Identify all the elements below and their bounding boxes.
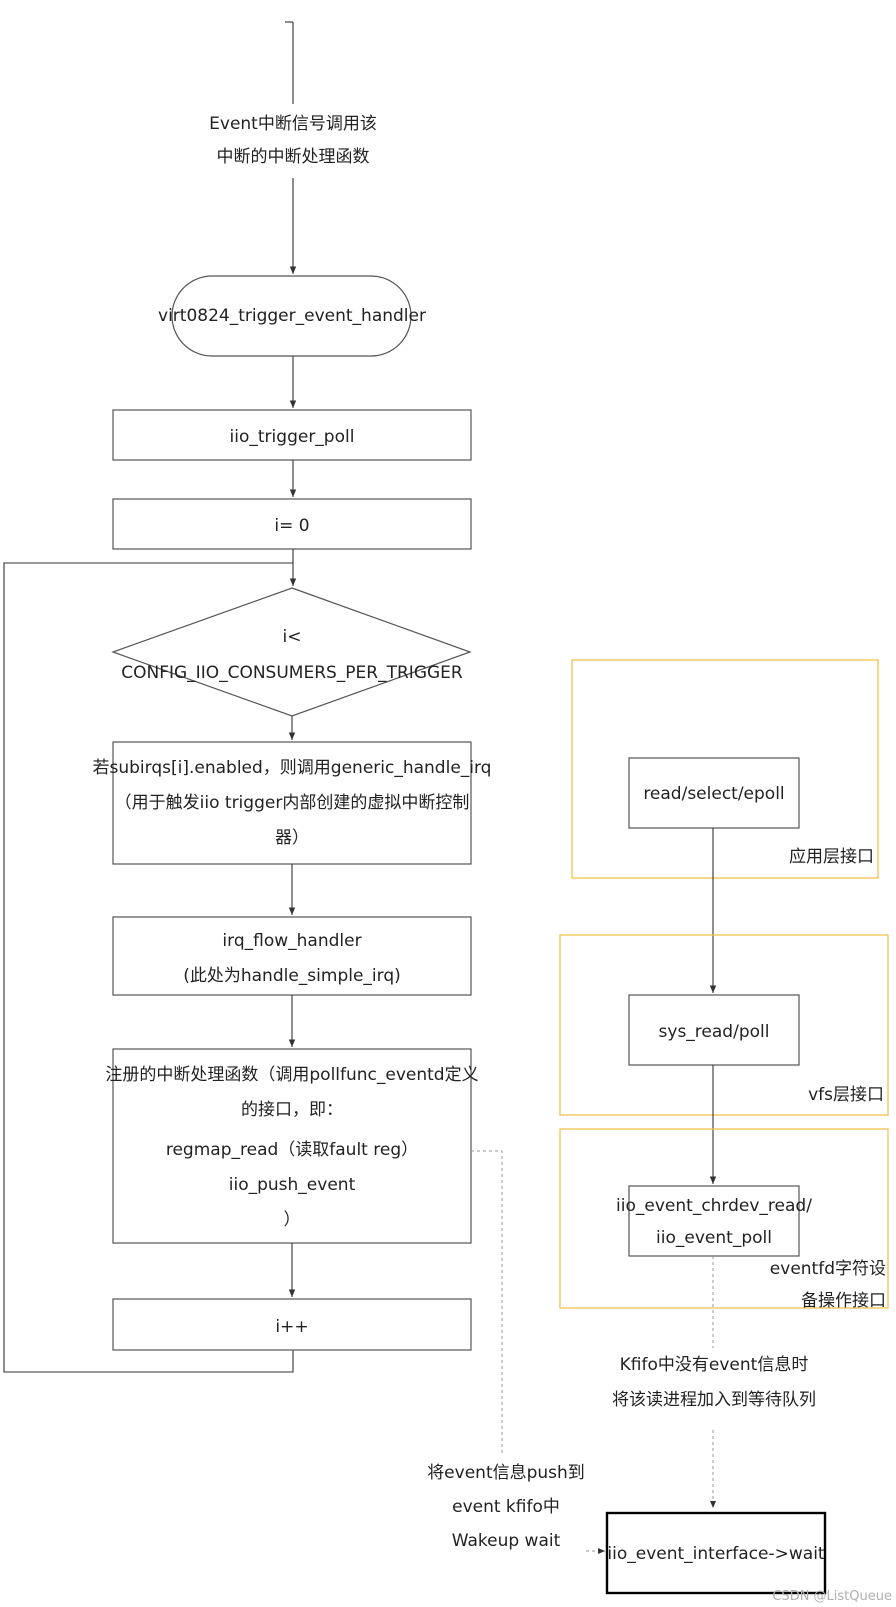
subirq-line-3: 器） [275, 828, 309, 848]
init-box [112, 498, 472, 550]
push-dashed-line [471, 1150, 503, 1455]
kfifo-note-line-1: Kfifo中没有event信息时 [620, 1355, 809, 1375]
kfifo-note-bg [620, 1348, 806, 1430]
subirq-line-1: 若subirqs[i].enabled，则调用generic_handle_ir… [93, 758, 492, 778]
chrdev-line-1: iio_event_chrdev_read/ [616, 1196, 812, 1216]
flow-handler-line-2: (此处为handle_simple_irq) [183, 966, 401, 986]
kfifo-note-line-2: 将该读进程加入到等待队列 [612, 1390, 816, 1410]
vfs-layer-frame [559, 934, 889, 1116]
chrdev-box [628, 1185, 800, 1257]
registered-line-3: regmap_read（读取fault reg） [166, 1140, 418, 1160]
sys-read-poll-label: sys_read/poll [659, 1022, 770, 1042]
push-note-line-2: event kfifo中 [452, 1497, 560, 1517]
vfs-layer-label: vfs层接口 [808, 1085, 884, 1105]
wait-label: iio_event_interface->wait [607, 1544, 825, 1564]
trigger-poll-label: iio_trigger_poll [230, 427, 355, 447]
sys-read-poll-box [628, 994, 800, 1066]
increment-box [112, 1298, 472, 1351]
event-caption-line-1: Event中断信号调用该 [209, 114, 377, 134]
push-note-line-1: 将event信息push到 [427, 1463, 585, 1483]
condition-line-2: CONFIG_IIO_CONSUMERS_PER_TRIGGER [121, 663, 463, 683]
app-layer-frame [571, 659, 879, 879]
condition-line-1: i< [283, 627, 302, 647]
subirq-box [112, 741, 472, 865]
registered-line-2: 的接口，即： [241, 1100, 343, 1120]
registered-line-5: ） [284, 1210, 301, 1230]
read-select-epoll-box [628, 757, 800, 829]
condition-diamond [111, 587, 472, 717]
eventfd-layer-frame [559, 1128, 889, 1309]
push-note-line-3: Wakeup wait [452, 1531, 561, 1551]
handler-label: virt0824_trigger_event_handler [158, 306, 426, 326]
registered-handler-box [112, 1048, 472, 1244]
chrdev-line-2: iio_event_poll [656, 1228, 772, 1248]
eventfd-layer-line-2: 备操作接口 [801, 1291, 886, 1311]
flow-handler-box [112, 916, 472, 996]
eventfd-layer-line-1: eventfd字符设 [770, 1259, 886, 1279]
loop-back-line [3, 562, 294, 1373]
trigger-poll-box [112, 409, 472, 461]
registered-line-1: 注册的中断处理函数（调用pollfunc_eventd定义 [105, 1065, 478, 1085]
handler-terminal [171, 275, 412, 357]
flow-handler-line-1: irq_flow_handler [222, 931, 361, 951]
subirq-line-2: （用于触发iio trigger内部创建的虚拟中断控制 [115, 793, 470, 813]
increment-label: i++ [275, 1317, 308, 1337]
app-layer-label: 应用层接口 [789, 847, 874, 867]
read-select-epoll-label: read/select/epoll [643, 784, 784, 804]
event-caption-line-2: 中断的中断处理函数 [217, 147, 370, 167]
registered-line-4: iio_push_event [229, 1175, 356, 1195]
init-label: i= 0 [274, 516, 309, 536]
wait-box [605, 1511, 827, 1595]
watermark: CSDN @ListQueue [772, 1589, 892, 1604]
